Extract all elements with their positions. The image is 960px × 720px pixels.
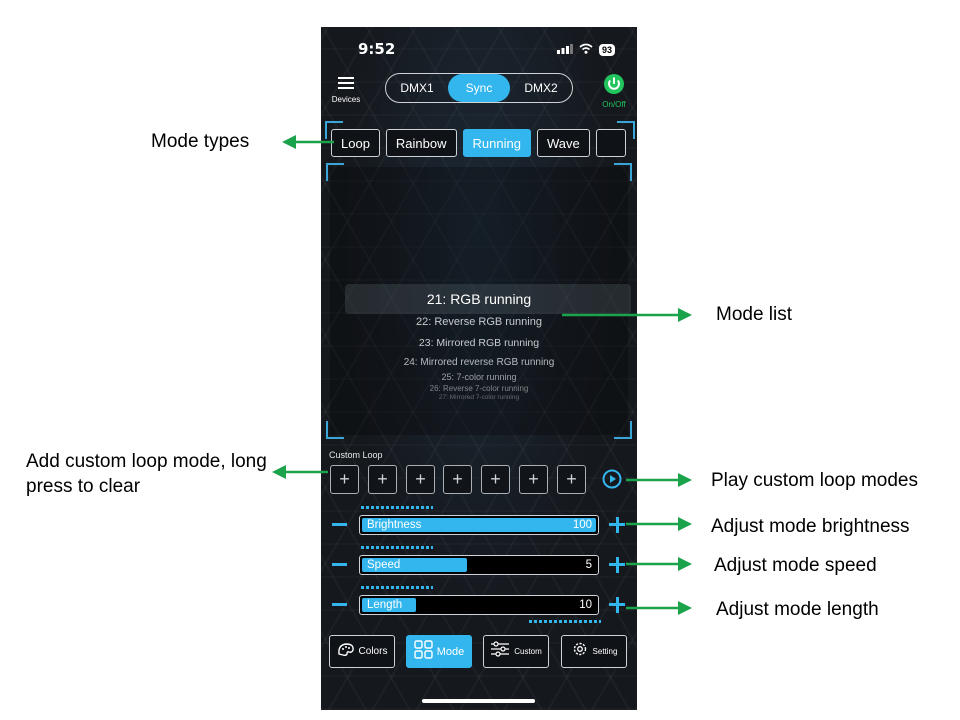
phone-screen: 9:52 93 Devices DMX1 Sync DMX2 On/Off Lo…: [321, 27, 637, 710]
length-label: Length: [367, 599, 403, 611]
mode-item[interactable]: 25: 7-color running: [441, 372, 517, 382]
custom-loop-slot-2[interactable]: +: [368, 465, 397, 494]
sliders-icon: [490, 641, 510, 662]
status-time: 9:52: [358, 40, 396, 58]
mode-item[interactable]: 27: Mirrored 7-color running: [438, 394, 520, 401]
mode-type-tabs: Loop Rainbow Running Wave: [331, 125, 633, 161]
grid-icon: [414, 639, 433, 664]
arrow-right-icon: [626, 601, 692, 615]
segment-dmx1[interactable]: DMX1: [400, 81, 434, 95]
custom-loop-slot-7[interactable]: +: [557, 465, 586, 494]
nav-colors-label: Colors: [358, 646, 388, 657]
length-row: Length 10: [329, 586, 629, 628]
play-icon: [602, 469, 622, 493]
nav-setting[interactable]: Setting: [561, 635, 627, 668]
tab-running[interactable]: Running: [462, 129, 531, 157]
tab-more-partial[interactable]: [595, 129, 626, 157]
length-fill: [362, 598, 416, 612]
speed-minus-button[interactable]: [332, 563, 347, 566]
battery-indicator: 93: [598, 44, 615, 56]
annotation-play-custom: Play custom loop modes: [711, 470, 918, 491]
wifi-icon: [579, 41, 593, 59]
arrow-left-icon: [272, 465, 328, 479]
list-corner-tl: [326, 163, 344, 181]
brightness-label: Brightness: [367, 519, 422, 531]
brightness-minus-button[interactable]: [332, 523, 347, 526]
nav-setting-label: Setting: [592, 647, 618, 656]
brightness-slider[interactable]: Brightness 100: [359, 515, 599, 535]
mode-item[interactable]: 24: Mirrored reverse RGB running: [403, 357, 555, 368]
speed-top-dashes: [361, 546, 433, 549]
play-custom-loop-button[interactable]: [602, 469, 622, 494]
home-indicator[interactable]: [422, 699, 535, 703]
custom-loop-slot-6[interactable]: +: [519, 465, 548, 494]
signal-icon: [556, 41, 573, 59]
segment-dmx2[interactable]: DMX2: [524, 81, 558, 95]
length-slider[interactable]: Length 10: [359, 595, 599, 615]
annotation-add-custom: Add custom loop mode, long press to clea…: [26, 451, 267, 497]
palette-icon: [337, 641, 355, 662]
custom-loop-slot-5[interactable]: +: [481, 465, 510, 494]
tabs-corner-tr: [617, 121, 635, 139]
custom-loop-label: Custom Loop: [329, 450, 383, 460]
nav-mode-label: Mode: [436, 645, 465, 658]
selected-mode-highlight: [345, 284, 631, 314]
annotation-speed: Adjust mode speed: [714, 555, 877, 576]
mode-item[interactable]: 23: Mirrored RGB running: [418, 337, 540, 349]
brightness-row: Brightness 100: [329, 506, 629, 548]
tab-rainbow[interactable]: Rainbow: [385, 129, 457, 157]
brightness-fill: [362, 518, 596, 532]
arrow-right-icon: [562, 308, 692, 322]
speed-label: Speed: [367, 559, 401, 571]
mode-list[interactable]: 21: RGB running 22: Reverse RGB running …: [326, 163, 632, 439]
tabs-corner-tl: [325, 121, 343, 139]
annotation-length: Adjust mode length: [716, 599, 879, 620]
length-value: 10: [579, 599, 592, 611]
nav-mode[interactable]: Mode: [406, 635, 472, 668]
menu-icon: [338, 76, 354, 93]
speed-fill: [362, 558, 468, 572]
nav-custom-label: Custom: [514, 647, 542, 656]
arrow-right-icon: [626, 517, 692, 531]
power-button[interactable]: On/Off: [599, 73, 629, 109]
nav-colors[interactable]: Colors: [329, 635, 395, 668]
devices-label: Devices: [331, 95, 361, 104]
status-icons: 93: [556, 41, 615, 59]
device-segmented-control: DMX1 Sync DMX2: [385, 73, 573, 103]
nav-custom[interactable]: Custom: [483, 635, 549, 668]
tab-loop[interactable]: Loop: [331, 129, 380, 157]
custom-loop-slot-3[interactable]: +: [406, 465, 435, 494]
custom-loop-slot-4[interactable]: +: [443, 465, 472, 494]
length-minus-button[interactable]: [332, 603, 347, 606]
length-bottom-dashes: [529, 620, 601, 623]
mode-item[interactable]: 26: Reverse 7-color running: [429, 384, 529, 393]
length-top-dashes: [361, 586, 433, 589]
annotation-mode-list: Mode list: [716, 304, 793, 325]
speed-value: 5: [585, 559, 592, 571]
power-icon: [603, 74, 625, 99]
arrow-right-icon: [626, 473, 692, 487]
annotation-brightness: Adjust mode brightness: [711, 516, 910, 537]
list-corner-tr: [614, 163, 632, 181]
annotation-mode-types: Mode types: [151, 131, 250, 152]
arrow-right-icon: [626, 557, 692, 571]
segment-sync[interactable]: Sync: [448, 74, 510, 102]
mode-item[interactable]: 22: Reverse RGB running: [416, 316, 542, 328]
list-corner-bl: [326, 421, 344, 439]
tab-wave[interactable]: Wave: [536, 129, 590, 157]
devices-button[interactable]: Devices: [329, 76, 363, 104]
list-corner-br: [614, 421, 632, 439]
gear-icon: [571, 640, 589, 663]
brightness-value: 100: [572, 519, 592, 531]
mode-item-selected[interactable]: 21: RGB running: [426, 291, 532, 307]
custom-loop-slot-1[interactable]: +: [330, 465, 359, 494]
power-label: On/Off: [602, 100, 626, 109]
speed-row: Speed 5: [329, 546, 629, 588]
brightness-top-dashes: [361, 506, 433, 509]
speed-slider[interactable]: Speed 5: [359, 555, 599, 575]
arrow-left-icon: [282, 135, 334, 149]
